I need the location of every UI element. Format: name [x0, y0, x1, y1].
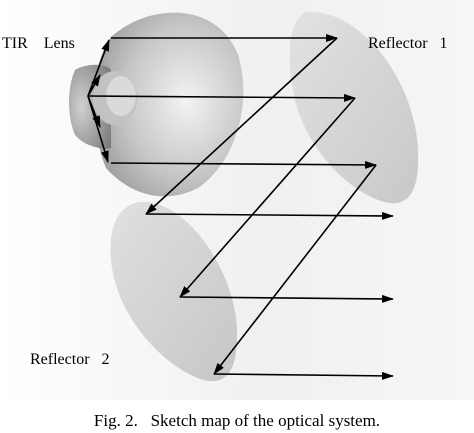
reflector-2 [110, 201, 238, 382]
ray-inner-down [87, 95, 101, 128]
tir-lens [69, 12, 244, 197]
ray-to-reflector-1-bottom [110, 160, 377, 169]
ray-inner-up [87, 74, 101, 97]
ray-reflected-1-middle [179, 97, 356, 298]
label-reflector-2: Reflector 2 [30, 351, 110, 368]
ray-output-bottom [213, 371, 394, 380]
ray-tir-to-bottom [87, 95, 109, 163]
ray-output-top [145, 211, 394, 220]
figure-caption: Fig. 2. Sketch map of the optical system… [93, 411, 381, 430]
tir-lens-body [93, 12, 244, 197]
ray-output-middle [179, 294, 394, 303]
ray-tir-to-top [87, 39, 110, 97]
ray-paths [87, 34, 394, 380]
ray-reflected-1-top [145, 37, 338, 215]
label-reflector-1: Reflector 1 [368, 35, 448, 52]
reflector-1 [289, 11, 419, 204]
ray-to-reflector-1-middle [87, 93, 356, 102]
label-tir-lens: TIR Lens [2, 35, 75, 52]
ray-reflected-1-bottom [213, 164, 377, 375]
